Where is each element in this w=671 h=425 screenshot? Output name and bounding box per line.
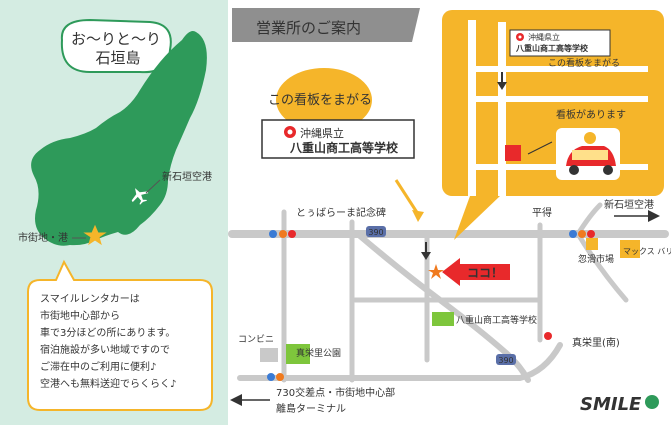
here-label: ココ！ <box>467 266 503 280</box>
info-line-2: 市街地中心部から <box>40 309 120 322</box>
inset-sign-line1: 沖縄県立 <box>528 32 560 42</box>
info-line-1: スマイルレンタカーは <box>40 293 140 305</box>
label-convenience: コンビニ <box>238 334 274 345</box>
island-title-line1: お～りと～り <box>71 30 161 48</box>
route-390-shield-bottom: 390 <box>496 354 516 365</box>
inset-sign-line2: 八重山商工高等学校 <box>515 43 589 53</box>
traffic-lights <box>267 230 595 381</box>
info-bubble: スマイルレンタカーは 市街地中心部から 車で3分ほどの所にあります。 宿泊施設が… <box>27 259 213 411</box>
island-title-line2: 石垣島 <box>95 49 140 67</box>
map-header-text: 営業所のご案内 <box>256 19 361 37</box>
island-airport-label: 新石垣空港 <box>162 170 212 183</box>
island-city-label: 市街地・港 <box>18 231 68 244</box>
inset-signboard-leader <box>527 141 553 155</box>
map-header: 営業所のご案内 <box>232 8 420 42</box>
airport-leader-line <box>145 179 161 194</box>
sign-pointer-head <box>412 210 424 222</box>
inset-down-arrowhead <box>497 82 507 90</box>
info-line-6: 空港へも無料送迎でらくらく♪ <box>40 377 176 390</box>
inset-office-marker <box>505 145 521 161</box>
label-hiraeh: 平得 <box>532 207 552 219</box>
school-sign-line1: 沖縄県立 <box>300 126 344 140</box>
school-marker <box>432 312 454 326</box>
island-title-bubble: お～りと～り 石垣島 <box>60 18 172 74</box>
inset-panel: 沖縄県立 八重山商工高等学校 この看板をまがる 看板があります <box>442 10 664 240</box>
here-arrow: ココ！ <box>442 258 510 286</box>
sign-callout-text: この看板をまがる <box>268 92 372 108</box>
inset-turn-label: この看板をまがる <box>548 57 620 69</box>
park-marker <box>286 344 310 364</box>
ishigaki-island <box>31 31 207 246</box>
info-line-3: 車で3分ほどの所にあります。 <box>40 326 175 339</box>
school-sign-line2: 八重山商工高等学校 <box>289 140 399 155</box>
route-label-bottom: 390 <box>498 356 513 365</box>
label-junction-line1: 730交差点・市街地中心部 <box>276 386 395 399</box>
car-mascot-icon <box>556 128 620 180</box>
sign-callout: この看板をまがる <box>268 68 372 132</box>
sign-pointer-line <box>394 179 420 215</box>
convenience-marker <box>260 348 278 362</box>
label-junction-line2: 離島ターミナル <box>276 402 346 415</box>
inset-signboard-label: 看板があります <box>556 108 626 121</box>
school-signboard: 沖縄県立 八重山商工高等学校 <box>261 119 415 159</box>
label-max-value: マックス バリュ <box>623 247 671 256</box>
route-label-top: 390 <box>368 228 383 237</box>
info-line-5: ご滞在中のご利用に便利♪ <box>40 360 156 373</box>
smile-logo-text: SMILE <box>580 394 642 415</box>
market-marker <box>586 238 598 250</box>
turn-arrow-head <box>421 252 431 260</box>
label-market: 忽滑市場 <box>578 253 614 265</box>
label-airport-arrow: 新石垣空港 <box>604 198 654 211</box>
office-star-icon <box>428 264 444 279</box>
label-school: 八重山商工高等学校 <box>456 314 537 326</box>
info-line-4: 宿泊施設が多い地域ですので <box>40 343 170 356</box>
label-park: 真栄里公園 <box>296 347 341 359</box>
city-star-icon <box>83 224 107 246</box>
hibiscus-icon <box>645 395 659 409</box>
route-390-shield-top: 390 <box>366 226 386 237</box>
smile-logo: SMILE <box>580 394 659 415</box>
label-monument: とぅばらーま記念碑 <box>296 206 386 219</box>
max-value-marker <box>620 240 640 258</box>
label-maezato-south: 真栄里(南) <box>572 336 620 349</box>
airplane-icon <box>131 188 149 205</box>
